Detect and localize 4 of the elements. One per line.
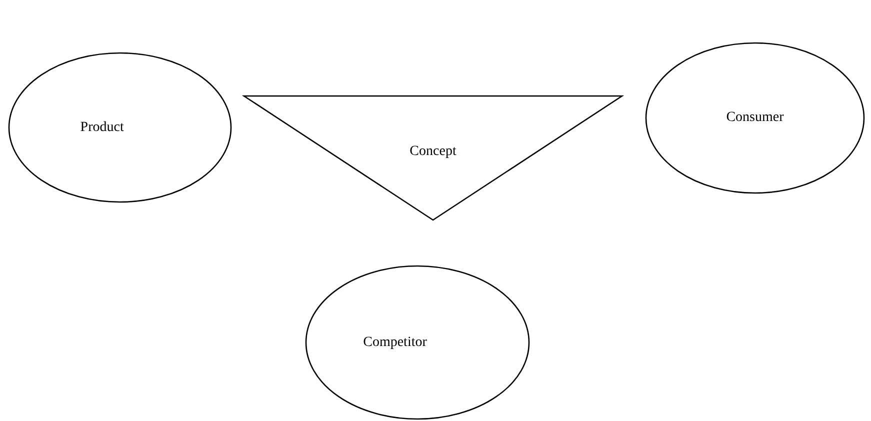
node-label: Competitor [363, 334, 427, 350]
node-label: Concept [410, 144, 456, 160]
node-label: Product [80, 120, 124, 136]
node-label: Consumer [726, 110, 784, 126]
